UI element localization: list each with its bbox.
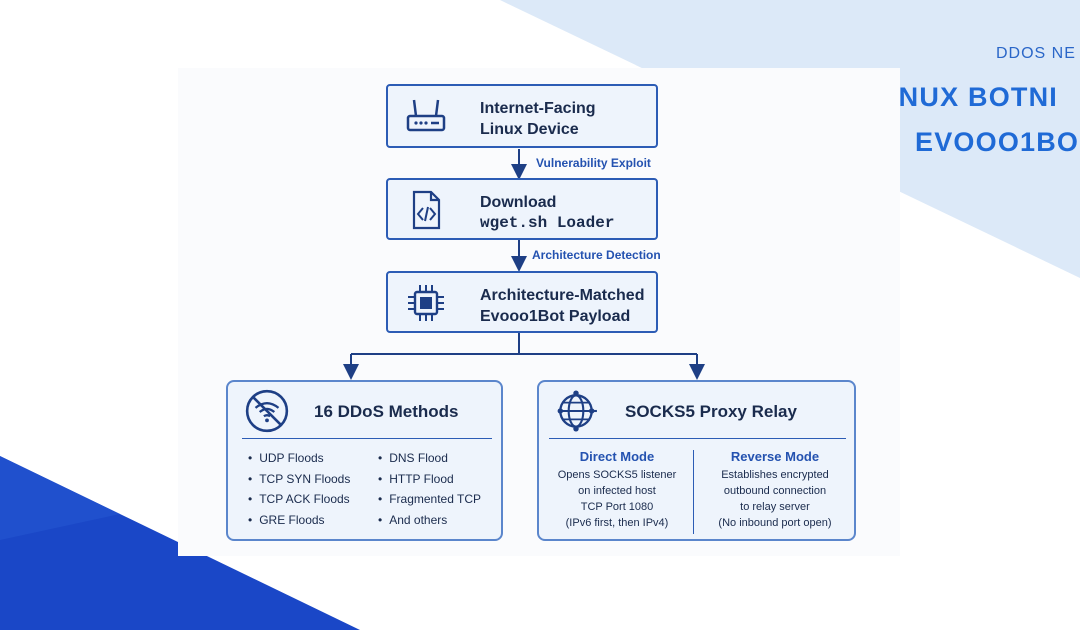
node-2-line-2: wget.sh Loader (480, 214, 615, 232)
node-payload: Architecture-Matched Evooo1Bot Payload (386, 271, 658, 333)
node-3-line-1: Architecture-Matched (480, 287, 645, 304)
direct-mode-line: on infected host (578, 485, 656, 497)
cpu-chip-icon (408, 285, 444, 321)
reverse-mode-line: outbound connection (723, 485, 827, 497)
socks5-proxy-box: SOCKS5 Proxy Relay Direct Mode Opens SOC… (537, 380, 856, 541)
category-tag: DDOS NE (996, 45, 1076, 62)
direct-mode-title: Direct Mode (579, 449, 655, 464)
reverse-mode-line: to relay server (740, 501, 810, 513)
ddos-method: TCP ACK Floods (248, 492, 349, 506)
ddos-method: UDP Floods (248, 451, 323, 465)
node-internet-facing-device: Internet-Facing Linux Device (386, 84, 658, 148)
node-1-line-1: Internet-Facing (480, 100, 596, 117)
node-1-label: Internet-Facing Linux Device (480, 98, 596, 140)
reverse-mode-title: Reverse Mode (730, 449, 820, 464)
direct-mode-line: (IPv6 first, then IPv4) (565, 517, 669, 529)
globe-network-icon (557, 390, 597, 432)
mode-divider (693, 450, 694, 534)
article-title-line-2: EVOOO1BO (915, 127, 1080, 157)
direct-mode-line: Opens SOCKS5 listener (557, 469, 677, 481)
edge-label-vulnerability-exploit: Vulnerability Exploit (536, 156, 651, 170)
router-icon (406, 99, 446, 132)
ddos-method: Fragmented TCP (378, 492, 481, 506)
node-3-label: Architecture-Matched Evooo1Bot Payload (480, 285, 644, 327)
ddos-method: And others (378, 513, 447, 527)
ddos-method: TCP SYN Floods (248, 472, 350, 486)
code-file-icon (412, 190, 441, 230)
proxy-title: SOCKS5 Proxy Relay (625, 402, 797, 421)
node-3-line-2: Evooo1Bot Payload (480, 308, 631, 325)
dark-blue-shape-fade (0, 456, 120, 540)
ddos-method: GRE Floods (248, 513, 324, 527)
edge-label-architecture-detection: Architecture Detection (532, 248, 661, 262)
node-2-label: Download wget.sh Loader (480, 192, 614, 234)
node-2-line-1: Download (480, 194, 557, 211)
proxy-divider (549, 438, 846, 439)
ddos-methods-box: 16 DDoS Methods UDP Floods TCP SYN Flood… (226, 380, 503, 541)
node-download-loader: Download wget.sh Loader (386, 178, 658, 240)
no-wifi-icon (245, 389, 289, 433)
reverse-mode-line: (No inbound port open) (718, 517, 832, 529)
ddos-method: HTTP Flood (378, 472, 453, 486)
reverse-mode-line: Establishes encrypted (721, 469, 829, 481)
ddos-divider (242, 438, 492, 439)
ddos-method: DNS Flood (378, 451, 448, 465)
direct-mode-line: TCP Port 1080 (580, 501, 654, 513)
ddos-title: 16 DDoS Methods (314, 402, 459, 421)
node-1-line-2: Linux Device (480, 121, 579, 138)
